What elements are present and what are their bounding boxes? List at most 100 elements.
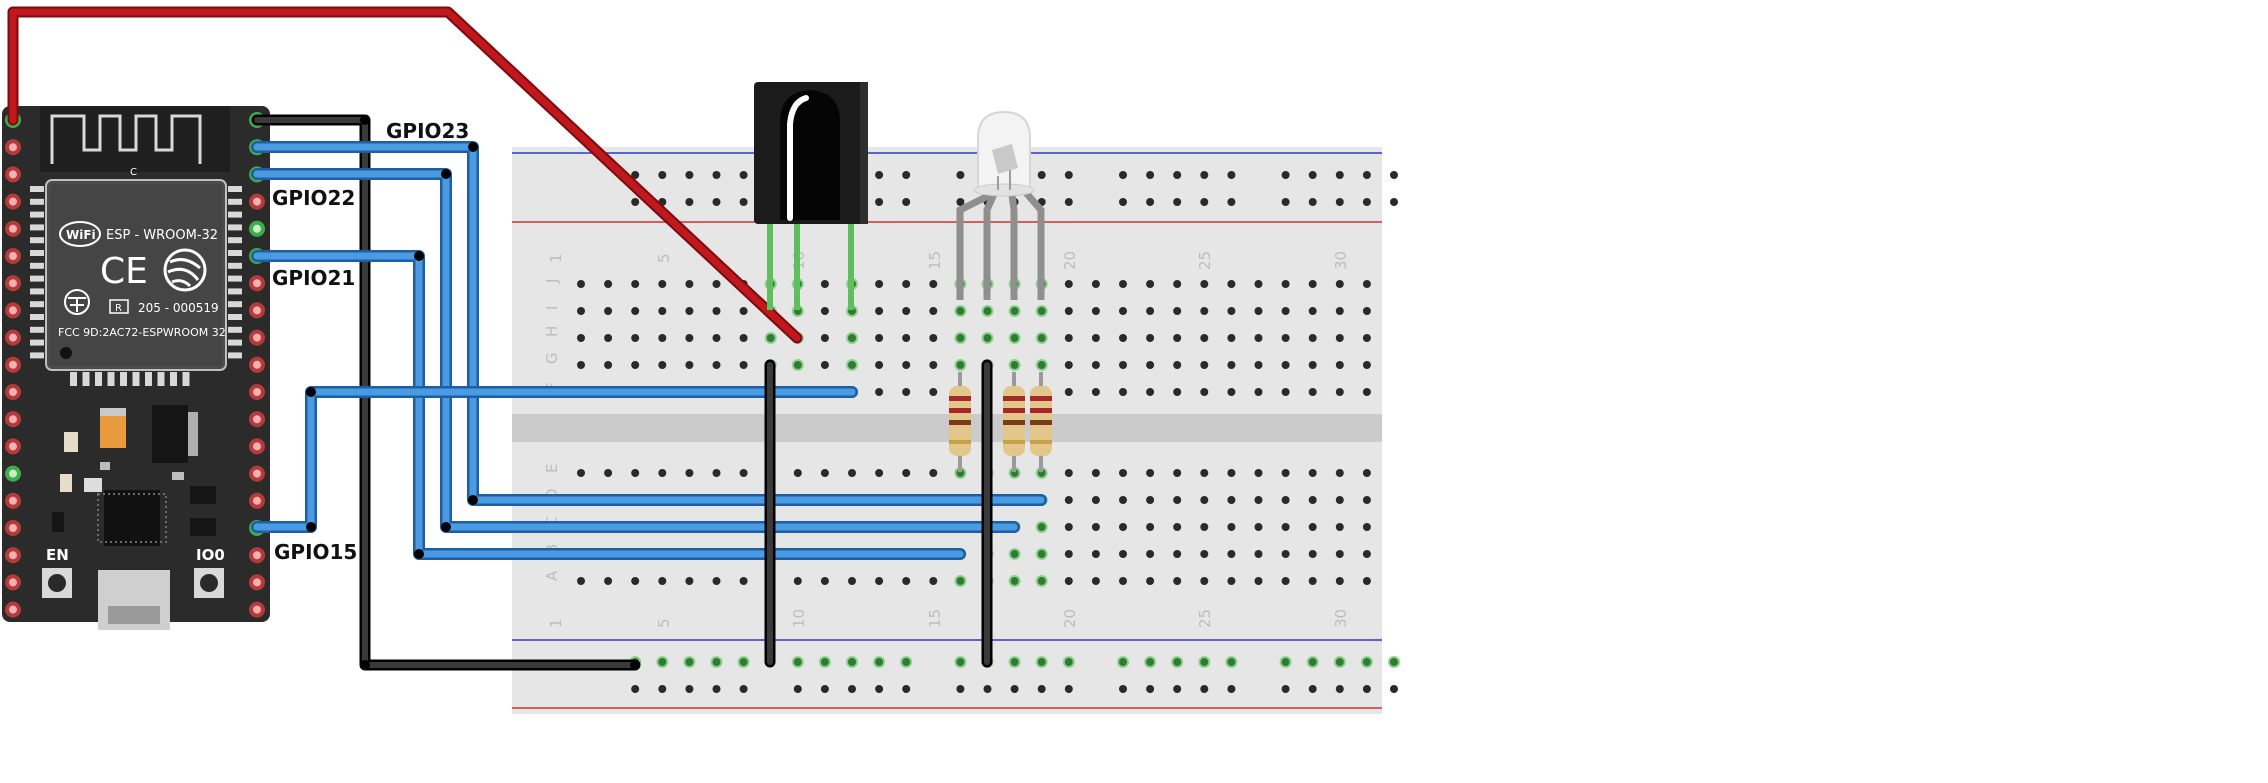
rail-hole bbox=[1200, 198, 1209, 206]
io0-button[interactable] bbox=[194, 568, 224, 598]
breadboard-hole bbox=[1227, 496, 1236, 504]
smd-component bbox=[190, 518, 216, 536]
breadboard-hole bbox=[1281, 307, 1290, 315]
rail-hole bbox=[1173, 685, 1182, 693]
breadboard-hole bbox=[1335, 523, 1344, 531]
breadboard-hole bbox=[1254, 496, 1263, 504]
rail-hole bbox=[1119, 685, 1127, 693]
breadboard-hole bbox=[1010, 334, 1019, 342]
breadboard-hole bbox=[1362, 523, 1371, 531]
breadboard-hole bbox=[1281, 469, 1290, 477]
breadboard-hole bbox=[1146, 280, 1155, 288]
rail-hole bbox=[712, 171, 721, 179]
breadboard-hole bbox=[1308, 388, 1317, 396]
rail-hole bbox=[1146, 171, 1155, 179]
smd-component bbox=[64, 432, 78, 452]
col-marker-bottom-25: 25 bbox=[1196, 609, 1214, 628]
breadboard-hole bbox=[1119, 550, 1127, 558]
resistors bbox=[949, 372, 1052, 472]
rail-hole bbox=[1227, 171, 1236, 179]
rgb-led[interactable] bbox=[956, 110, 1045, 300]
breadboard-hole bbox=[848, 469, 856, 477]
smd-component bbox=[60, 474, 72, 492]
rail-hole bbox=[658, 658, 667, 666]
breadboard-hole bbox=[1064, 334, 1073, 342]
resistor-3[interactable] bbox=[1030, 372, 1052, 472]
breadboard-hole bbox=[1119, 334, 1127, 342]
r-mark: R bbox=[115, 303, 122, 314]
rail-hole bbox=[1200, 685, 1209, 693]
breadboard-hole bbox=[1200, 550, 1209, 558]
micro-usb-port[interactable] bbox=[98, 570, 170, 630]
breadboard-hole bbox=[712, 280, 721, 288]
breadboard-hole bbox=[1010, 307, 1019, 315]
antenna-trace-icon bbox=[50, 114, 202, 164]
smd-component bbox=[190, 486, 216, 504]
breadboard-hole bbox=[875, 388, 884, 396]
breadboard-hole bbox=[820, 334, 829, 342]
breadboard-hole bbox=[685, 280, 694, 288]
breadboard-hole bbox=[1281, 361, 1290, 369]
breadboard-hole bbox=[1362, 361, 1371, 369]
breadboard-hole bbox=[1227, 469, 1236, 477]
module-name: ESP - WROOM-32 bbox=[106, 228, 218, 243]
breadboard-hole bbox=[577, 334, 585, 342]
breadboard-hole bbox=[1254, 361, 1263, 369]
breadboard-hole bbox=[793, 577, 802, 585]
breadboard-hole bbox=[820, 280, 829, 288]
breadboard-hole bbox=[1281, 550, 1290, 558]
breadboard-hole bbox=[685, 334, 694, 342]
rail-hole bbox=[1010, 658, 1019, 666]
breadboard-hole bbox=[1173, 496, 1182, 504]
resistor-1[interactable] bbox=[949, 372, 971, 472]
breadboard-hole bbox=[1010, 361, 1019, 369]
col-marker-top-5: 5 bbox=[655, 253, 673, 263]
rail-hole bbox=[983, 685, 992, 693]
breadboard-hole bbox=[631, 334, 640, 342]
col-marker-bottom-30: 30 bbox=[1332, 609, 1350, 628]
ce-mark: CE bbox=[100, 251, 148, 292]
breadboard-hole bbox=[793, 469, 802, 477]
breadboard-hole bbox=[1037, 577, 1046, 585]
breadboard-hole bbox=[902, 388, 911, 396]
breadboard-hole bbox=[739, 361, 748, 369]
breadboard-hole bbox=[1010, 577, 1019, 585]
rail-hole bbox=[685, 198, 694, 206]
rail-hole bbox=[1227, 685, 1236, 693]
breadboard-hole bbox=[1362, 334, 1371, 342]
breadboard-hole bbox=[577, 577, 585, 585]
breadboard-hole bbox=[1173, 388, 1182, 396]
rail-hole bbox=[685, 685, 694, 693]
breadboard-hole bbox=[1037, 334, 1046, 342]
resistor-2[interactable] bbox=[1003, 372, 1025, 472]
rail-hole bbox=[875, 198, 884, 206]
breadboard-hole bbox=[820, 307, 829, 315]
breadboard-hole bbox=[604, 307, 613, 315]
breadboard-hole bbox=[1200, 307, 1209, 315]
breadboard-hole bbox=[577, 280, 585, 288]
breadboard-hole bbox=[577, 307, 585, 315]
en-button[interactable] bbox=[42, 568, 72, 598]
breadboard-hole bbox=[658, 334, 667, 342]
rail-hole bbox=[902, 685, 911, 693]
breadboard-hole bbox=[1091, 388, 1100, 396]
rail-hole bbox=[820, 685, 829, 693]
rail-hole bbox=[1227, 658, 1236, 666]
breadboard-hole bbox=[658, 469, 667, 477]
breadboard-hole bbox=[875, 577, 884, 585]
rail-hole bbox=[1146, 658, 1155, 666]
row-letter-j: J bbox=[543, 279, 561, 284]
rail-hole bbox=[1037, 658, 1046, 666]
rail-hole bbox=[875, 171, 884, 179]
breadboard-hole bbox=[631, 469, 640, 477]
breadboard-hole bbox=[1200, 496, 1209, 504]
breadboard-hole bbox=[1173, 577, 1182, 585]
breadboard-hole bbox=[1119, 469, 1127, 477]
breadboard-hole bbox=[983, 334, 992, 342]
ir-receiver[interactable] bbox=[754, 82, 868, 310]
rail-hole bbox=[739, 685, 748, 693]
rail-hole bbox=[956, 171, 965, 179]
breadboard-hole bbox=[902, 577, 911, 585]
rail-hole bbox=[1037, 171, 1046, 179]
rail-hole bbox=[1064, 685, 1073, 693]
